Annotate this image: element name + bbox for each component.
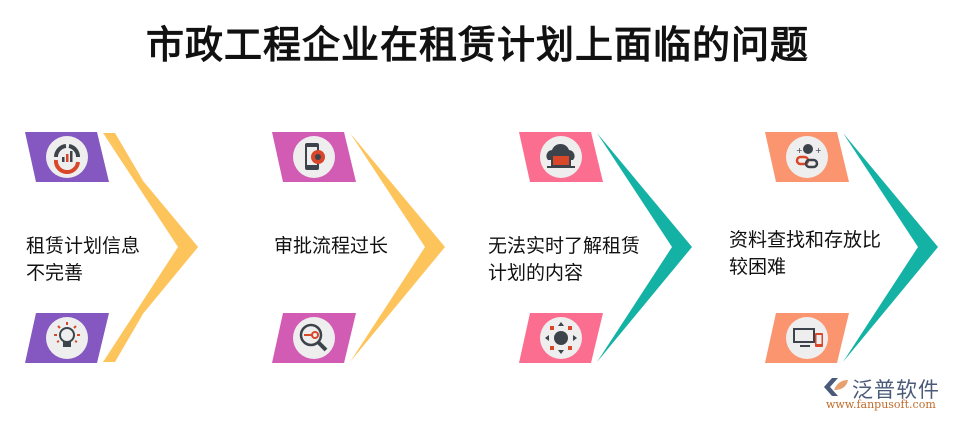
- item-3-label-line1: 无法实时了解租赁: [488, 235, 641, 257]
- logo-mark-icon: [824, 378, 848, 396]
- cloud-laptop-icon: [546, 143, 575, 168]
- chevron-2: [350, 133, 445, 362]
- chart-donut-icon: [53, 144, 80, 175]
- chevron-3: [597, 133, 692, 362]
- key-search-icon: [299, 323, 328, 352]
- item-4-label-line2: 较困难: [729, 256, 787, 278]
- logo-url: www.fanpusoft.com: [826, 398, 936, 411]
- item-1-label-line2: 不完善: [26, 262, 84, 284]
- item-1-label-line1: 租赁计划信息: [26, 235, 141, 257]
- chevron-1-fill: [103, 133, 198, 362]
- link-users-icon: + +: [795, 144, 822, 169]
- globe-network-icon: [545, 322, 577, 354]
- item-3-label-line2: 计划的内容: [488, 262, 584, 284]
- svg-text:+: +: [796, 146, 803, 155]
- svg-text:+: +: [815, 146, 822, 155]
- page-title: 市政工程企业在租赁计划上面临的问题: [145, 22, 809, 67]
- monitor-phone-icon: [793, 328, 823, 347]
- item-2-label-line1: 审批流程过长: [274, 235, 389, 257]
- logo-name: 泛普软件: [852, 378, 940, 402]
- item-4-label-line1: 资料查找和存放比: [729, 229, 882, 251]
- fanpu-logo: 泛普软件 www.fanpusoft.com: [822, 374, 952, 414]
- item-4-label: 资料查找和存放比 较困难: [729, 227, 881, 281]
- item-1-label: 租赁计划信息 不完善: [26, 233, 140, 287]
- lightbulb-icon: [54, 322, 80, 347]
- chevron-4: [843, 133, 938, 362]
- item-3-label: 无法实时了解租赁 计划的内容: [488, 233, 640, 287]
- item-2-label: 审批流程过长: [274, 233, 388, 260]
- phone-gear-icon: [305, 143, 325, 170]
